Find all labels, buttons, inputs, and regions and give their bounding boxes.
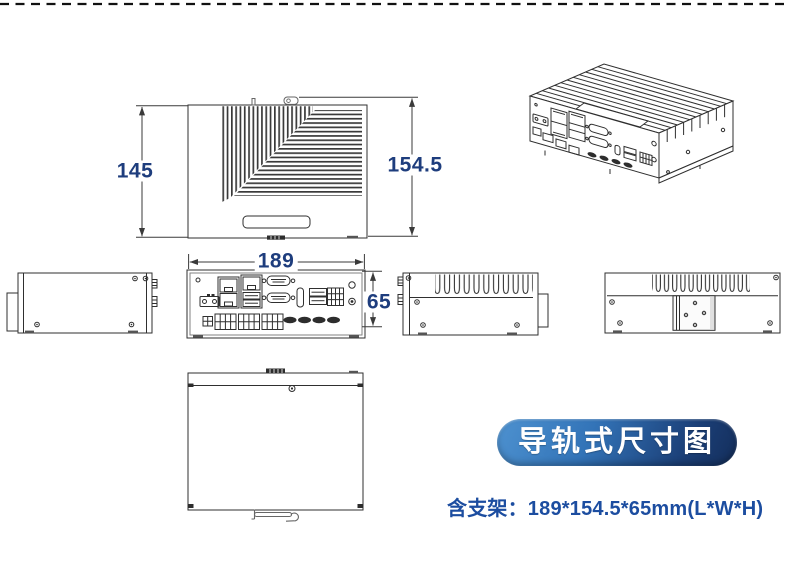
isometric-view xyxy=(528,63,735,184)
size-caption: 含支架：189*154.5*65mm(L*W*H) xyxy=(447,498,764,520)
front-view xyxy=(186,269,366,339)
section-title-badge: 导轨式尺寸图 xyxy=(497,419,737,466)
dim-label-depth-total: 154.5 xyxy=(384,154,446,176)
dim-label-depth: 145 xyxy=(113,160,157,182)
dim-label-width: 189 xyxy=(254,250,298,272)
isometric-port-face xyxy=(532,102,657,168)
din-rail-clip xyxy=(251,509,299,522)
top-view xyxy=(187,96,368,240)
section-title-text: 导轨式尺寸图 xyxy=(517,426,716,458)
right-side-view xyxy=(397,272,549,336)
left-side-view xyxy=(6,272,158,334)
bottom-view xyxy=(187,368,364,522)
dim-label-height: 65 xyxy=(363,291,395,313)
back-view xyxy=(604,272,781,334)
